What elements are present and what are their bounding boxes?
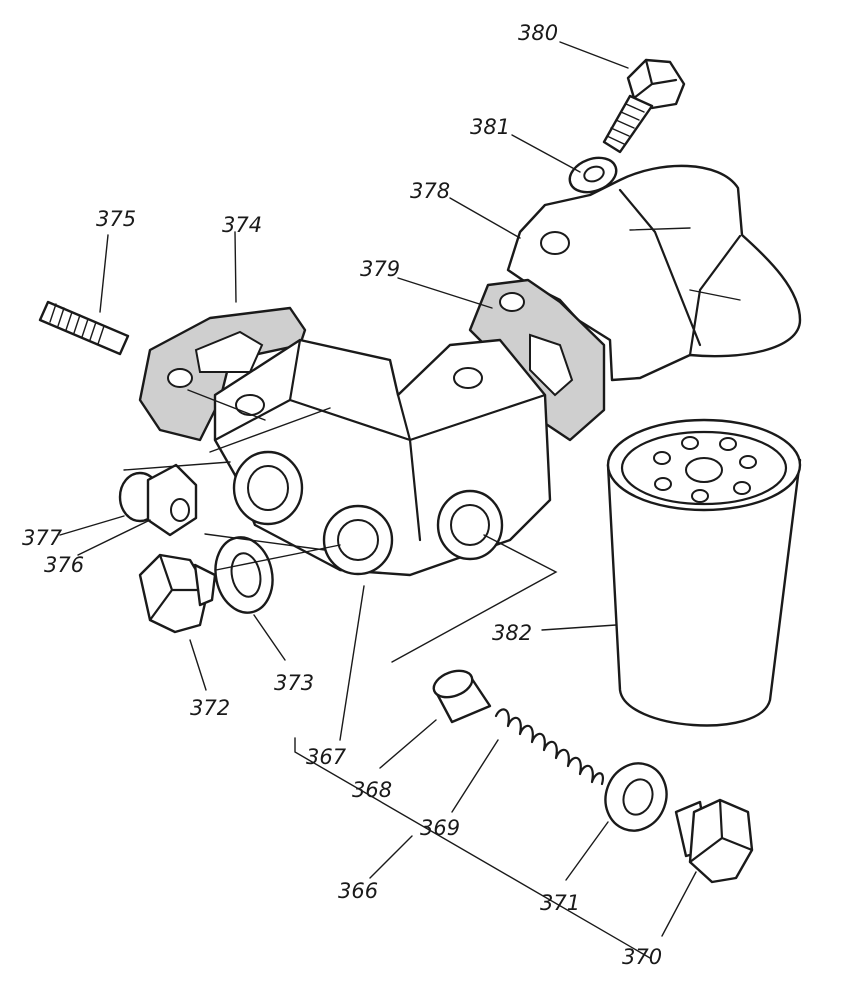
part-375-stud xyxy=(38,300,130,356)
label-366: 366 xyxy=(338,879,378,903)
label-374: 374 xyxy=(222,213,262,237)
part-382-filter xyxy=(606,418,802,727)
label-371: 371 xyxy=(540,891,580,915)
label-380: 380 xyxy=(518,21,558,45)
label-368: 368 xyxy=(352,778,392,802)
label-382: 382 xyxy=(492,621,532,645)
leader-lines xyxy=(59,41,697,959)
label-370: 370 xyxy=(622,945,662,969)
label-377: 377 xyxy=(22,526,63,550)
label-369: 369 xyxy=(420,816,460,840)
part-370-plug xyxy=(674,798,754,884)
part-378-bracket xyxy=(506,164,802,382)
part-381-washer xyxy=(568,156,618,194)
label-372: 372 xyxy=(190,696,230,720)
label-381: 381 xyxy=(470,115,510,139)
part-380-bolt xyxy=(602,58,686,154)
label-375: 375 xyxy=(96,207,136,231)
label-376: 376 xyxy=(44,553,84,577)
label-367: 367 xyxy=(306,745,347,769)
part-372-plug xyxy=(138,553,217,634)
part-371-washer xyxy=(604,762,668,832)
part-373-washer xyxy=(214,536,274,614)
label-379: 379 xyxy=(360,257,400,281)
part-374-gasket xyxy=(138,306,307,442)
part-369-spring xyxy=(494,708,604,786)
callout-labels: 380 381 378 379 374 375 377 376 372 373 … xyxy=(22,21,662,969)
part-377-376-nut xyxy=(118,463,198,537)
label-373: 373 xyxy=(274,671,314,695)
label-378: 378 xyxy=(410,179,450,203)
part-367-housing xyxy=(213,338,552,577)
part-368-valve xyxy=(432,669,492,724)
